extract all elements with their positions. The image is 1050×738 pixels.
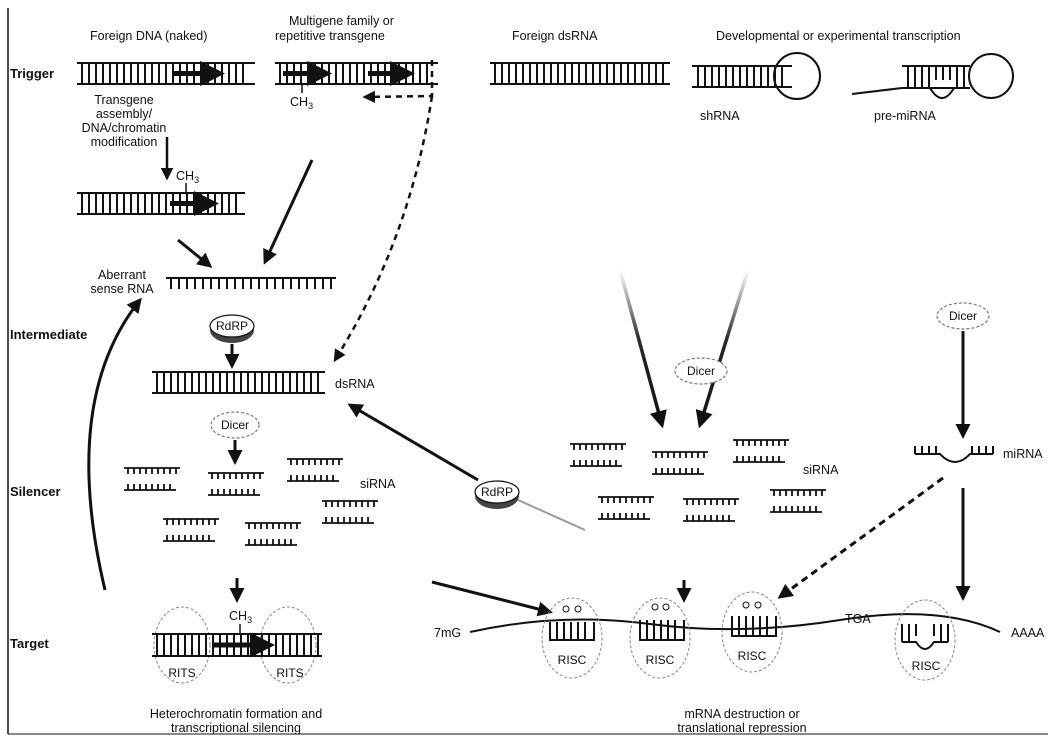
- arrow-to-risc-1: [432, 582, 550, 612]
- foreign-dsrna-duplex: [490, 63, 670, 84]
- header-foreign-dna: Foreign DNA (naked): [90, 29, 207, 43]
- ch3-label-methylated: CH3: [176, 169, 199, 185]
- pre-mirna-label: pre-miRNA: [874, 109, 936, 123]
- shrna-hairpin: [692, 53, 820, 99]
- header-multigene-line2: repetitive transgene: [275, 29, 385, 43]
- sirna-label-left: siRNA: [360, 477, 396, 491]
- aberrant-sense-rna: [166, 278, 336, 289]
- arrow-rdrp-to-dsrna-center: [350, 405, 478, 480]
- sirna-cluster-right: [570, 440, 826, 521]
- row-label-silencer: Silencer: [10, 484, 61, 499]
- aberrant-label-line2: sense RNA: [90, 282, 154, 296]
- arrow-methylated-to-aberrant: [178, 240, 210, 266]
- dicer-label-right: Dicer: [949, 309, 977, 323]
- mirna-label: miRNA: [1003, 447, 1043, 461]
- methylated-dna-duplex: [77, 183, 245, 214]
- outcome-right-line2: translational repression: [677, 721, 806, 735]
- dicer-label-center: Dicer: [687, 364, 715, 378]
- row-label-trigger: Trigger: [10, 66, 54, 81]
- row-label-target: Target: [10, 636, 49, 651]
- risc-label-2: RISC: [646, 653, 675, 667]
- outcome-left-line2: transcriptional silencing: [171, 721, 301, 735]
- dashed-arrow-to-dsrna: [335, 96, 432, 360]
- dsrna-intermediate: [152, 372, 325, 393]
- stop-codon-label: TGA: [845, 612, 871, 626]
- aberrant-label-line1: Aberrant: [98, 268, 146, 282]
- polya-tail-label: AAAA: [1011, 626, 1045, 640]
- dicer-label-left: Dicer: [221, 418, 249, 432]
- arrow-multigene-to-aberrant: [265, 160, 312, 262]
- rdrp-label-left: RdRP: [216, 319, 248, 333]
- sirna-cluster-left: [124, 459, 378, 545]
- ch3-label-multigene: CH3: [290, 95, 313, 111]
- shrna-label: shRNA: [700, 109, 740, 123]
- rdrp-label-center: RdRP: [481, 485, 513, 499]
- arrow-dsrna-to-sirna: [620, 270, 662, 425]
- risc-label-3: RISC: [738, 649, 767, 663]
- multigene-dna-duplex: [275, 63, 438, 93]
- rits-label-right: RITS: [276, 666, 303, 680]
- mirna-duplex: [915, 446, 993, 462]
- outcome-right-line1: mRNA destruction or: [684, 707, 799, 721]
- header-foreign-dsrna: Foreign dsRNA: [512, 29, 598, 43]
- pre-mirna-hairpin: [852, 54, 1013, 98]
- row-label-intermediate: Intermediate: [10, 327, 87, 342]
- transgene-label-line1: Transgene: [94, 93, 153, 107]
- header-developmental: Developmental or experimental transcript…: [716, 29, 961, 43]
- transgene-label-line3: DNA/chromatin: [82, 121, 167, 135]
- sirna-label-right: siRNA: [803, 463, 839, 477]
- outcome-left-line1: Heterochromatin formation and: [150, 707, 322, 721]
- risc-label-1: RISC: [558, 653, 587, 667]
- transgene-label-line2: assembly/: [96, 107, 153, 121]
- dsrna-label: dsRNA: [335, 377, 375, 391]
- rits-label-left: RITS: [168, 666, 195, 680]
- foreign-dna-duplex: [77, 63, 255, 84]
- faded-line-sirna-to-rdrp: [518, 500, 585, 530]
- ch3-label-rits: CH3: [229, 609, 252, 625]
- arrow-feedback-to-aberrant: [89, 300, 140, 590]
- mrna-cap-label: 7mG: [434, 626, 461, 640]
- transgene-label-line4: modification: [91, 135, 158, 149]
- risc-label-4: RISC: [912, 659, 941, 673]
- arrow-shrna-to-sirna: [700, 270, 748, 425]
- header-multigene-line1: Multigene family or: [289, 14, 394, 28]
